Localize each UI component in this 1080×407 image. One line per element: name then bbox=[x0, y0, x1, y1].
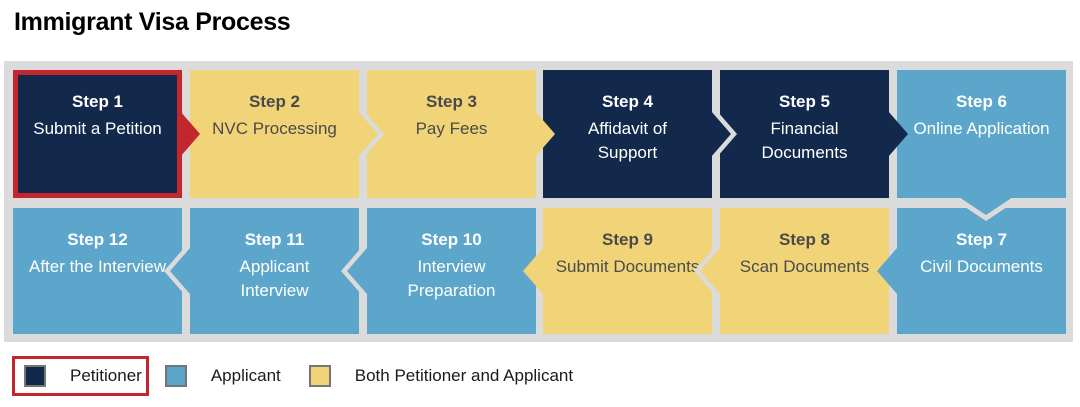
arrow-step8-to-step9-icon bbox=[700, 248, 720, 294]
step-label: After the Interview bbox=[28, 257, 166, 276]
step-number: Step 3 bbox=[425, 92, 478, 111]
step-label: Submit Documents bbox=[555, 257, 700, 276]
arrow-step5-to-step6-icon bbox=[888, 111, 908, 157]
step-label: Submit a Petition bbox=[33, 119, 162, 138]
step-box-1-current[interactable]: Step 1 Submit a Petition bbox=[13, 70, 182, 198]
step-label: Affidavit of Support bbox=[587, 119, 668, 162]
step-box-3[interactable]: Step 3 Pay Fees bbox=[367, 70, 536, 198]
step-label: Online Application bbox=[913, 119, 1050, 138]
step-number: Step 10 bbox=[421, 230, 482, 249]
arrow-step6-to-step7-icon bbox=[959, 197, 1013, 215]
legend-item-petitioner-highlighted: Petitioner bbox=[12, 356, 149, 396]
step-number: Step 2 bbox=[248, 92, 301, 111]
legend-item-applicant: Applicant bbox=[164, 365, 281, 387]
legend-label: Petitioner bbox=[70, 366, 142, 385]
step-number: Step 4 bbox=[601, 92, 654, 111]
arrow-step2-to-step3-icon bbox=[358, 111, 378, 157]
step-label: NVC Processing bbox=[212, 119, 337, 138]
step-number: Step 7 bbox=[955, 230, 1008, 249]
step-box-2[interactable]: Step 2 NVC Processing bbox=[190, 70, 359, 198]
step-number: Step 8 bbox=[778, 230, 831, 249]
both-color-swatch-icon bbox=[308, 365, 331, 387]
arrow-step11-to-step12-icon bbox=[170, 248, 190, 294]
step-label: Applicant Interview bbox=[239, 257, 310, 300]
step-box-11[interactable]: Step 11 Applicant Interview bbox=[190, 208, 359, 334]
step-label: Interview Preparation bbox=[407, 257, 496, 300]
step-box-8[interactable]: Step 8 Scan Documents bbox=[720, 208, 889, 334]
applicant-color-swatch-icon bbox=[164, 365, 187, 387]
arrow-step10-to-step11-icon bbox=[347, 248, 367, 294]
legend-label: Applicant bbox=[210, 366, 281, 385]
step-box-7[interactable]: Step 7 Civil Documents bbox=[897, 208, 1066, 334]
step-box-6[interactable]: Step 6 Online Application bbox=[897, 70, 1066, 198]
step-label: Scan Documents bbox=[739, 257, 870, 276]
step-box-4[interactable]: Step 4 Affidavit of Support bbox=[543, 70, 712, 198]
legend: Petitioner Applicant Both Petitioner and… bbox=[12, 356, 573, 396]
step-label: Pay Fees bbox=[415, 119, 488, 138]
step-number: Step 5 bbox=[778, 92, 831, 111]
step-number: Step 6 bbox=[955, 92, 1008, 111]
arrow-step1-to-step2-icon bbox=[180, 111, 200, 157]
arrow-step9-to-step10-icon bbox=[523, 248, 543, 294]
page-title: Immigrant Visa Process bbox=[14, 8, 291, 36]
step-label: Financial Documents bbox=[761, 119, 848, 162]
arrow-step3-to-step4-icon bbox=[535, 111, 555, 157]
arrow-step4-to-step5-icon bbox=[711, 111, 731, 157]
step-number: Step 1 bbox=[71, 92, 124, 111]
legend-label: Both Petitioner and Applicant bbox=[354, 366, 574, 385]
step-box-10[interactable]: Step 10 Interview Preparation bbox=[367, 208, 536, 334]
step-number: Step 9 bbox=[601, 230, 654, 249]
arrow-step7-to-step8-icon bbox=[877, 248, 897, 294]
step-box-12[interactable]: Step 12 After the Interview bbox=[13, 208, 182, 334]
diagram-background-panel bbox=[4, 61, 1073, 342]
step-label: Civil Documents bbox=[920, 257, 1043, 276]
step-box-5[interactable]: Step 5 Financial Documents bbox=[720, 70, 889, 198]
legend-item-both: Both Petitioner and Applicant bbox=[308, 365, 574, 387]
step-number: Step 12 bbox=[67, 230, 128, 249]
petitioner-color-swatch-icon bbox=[24, 365, 46, 387]
step-box-9[interactable]: Step 9 Submit Documents bbox=[543, 208, 712, 334]
step-number: Step 11 bbox=[244, 230, 305, 249]
